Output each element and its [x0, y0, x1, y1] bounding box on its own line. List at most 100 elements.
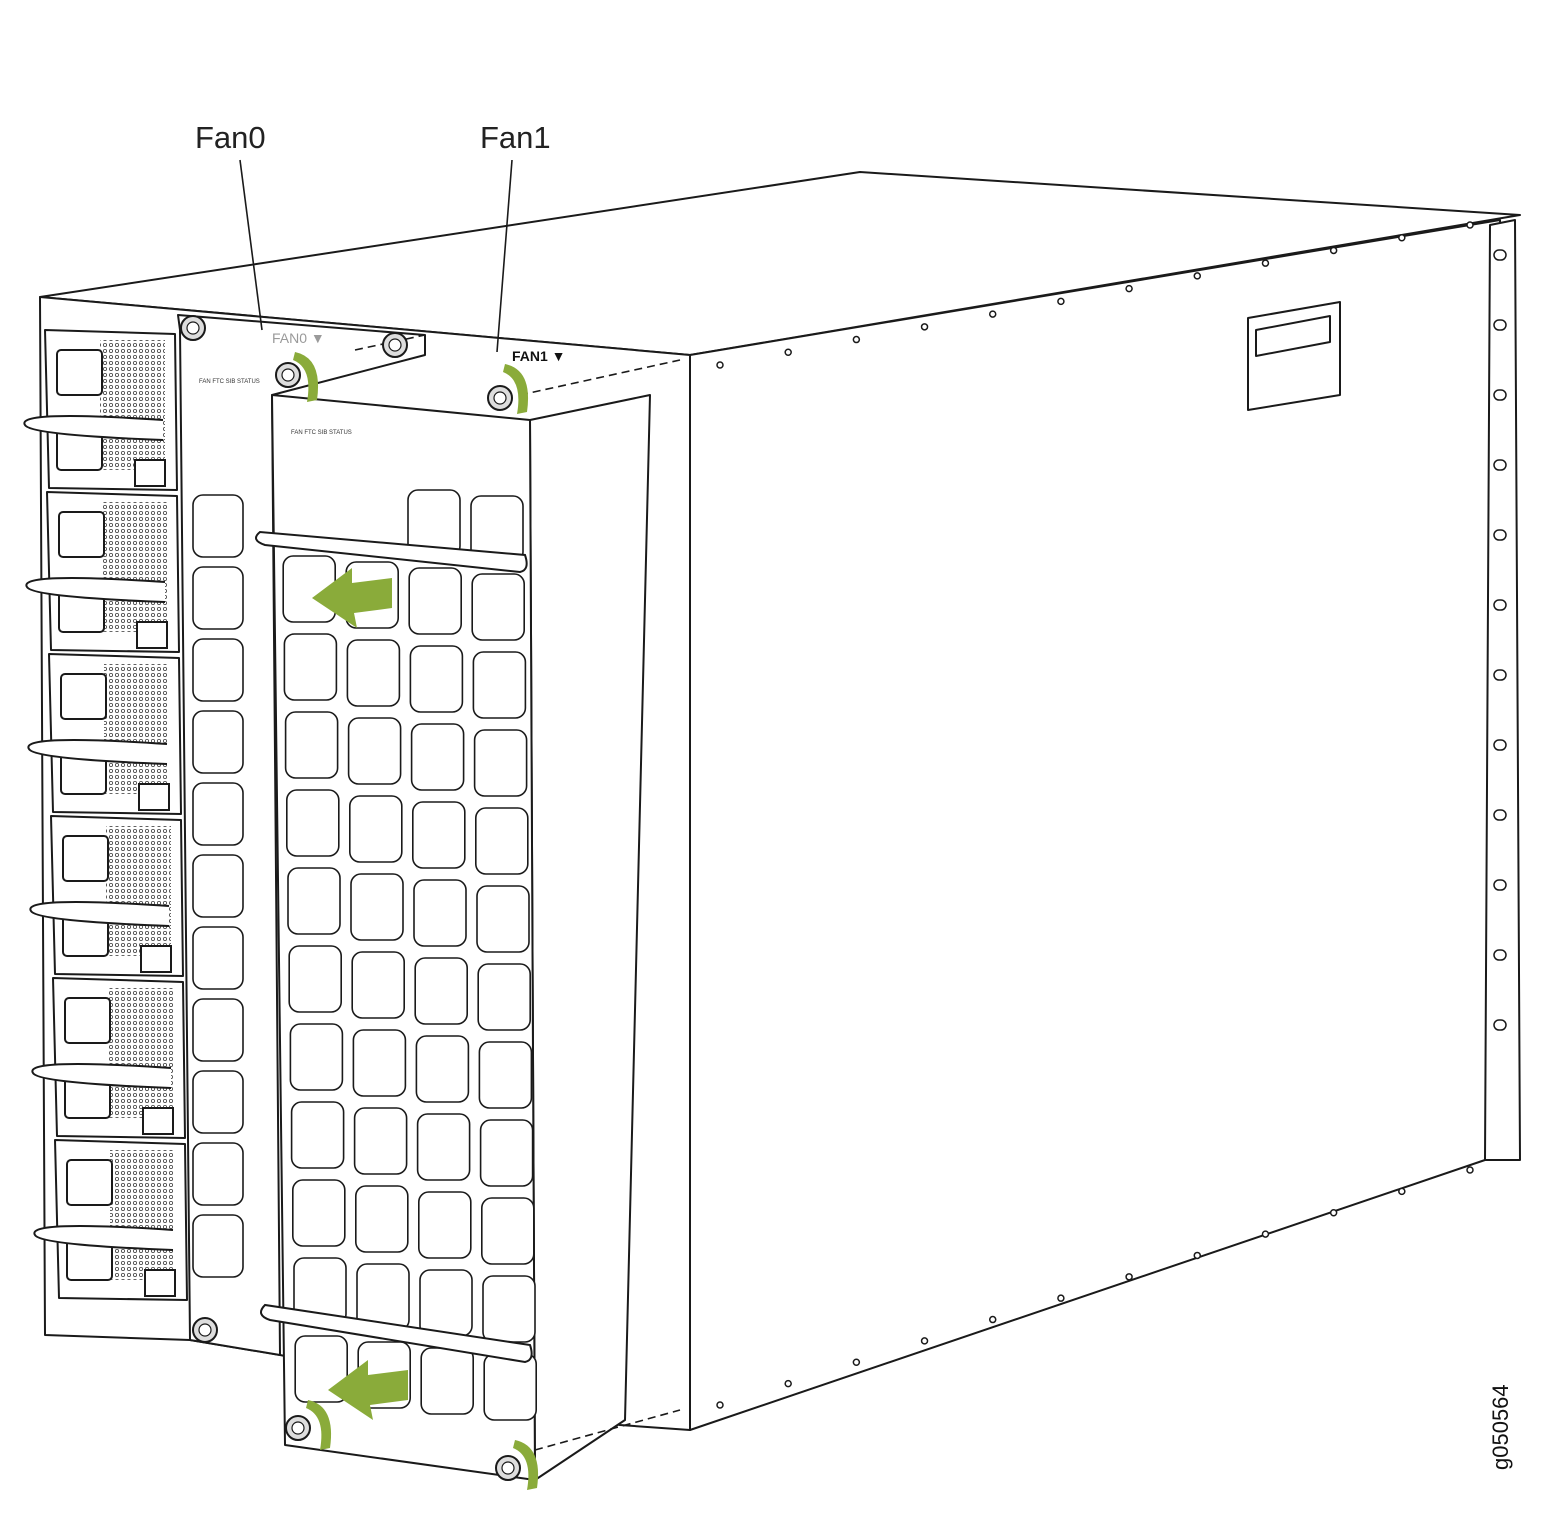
screw-icon: [988, 310, 997, 318]
screw-icon: [716, 361, 724, 369]
fan-tray-handle-top: [255, 530, 528, 574]
fan1-grille-cell: [352, 1029, 407, 1097]
pull-arrow-icon: [328, 1360, 408, 1420]
led-labels-fan1: FAN FTC SIB STATUS: [291, 430, 352, 436]
fan1-grille-cell: [408, 567, 463, 635]
fan1-grille-cell: [416, 1113, 471, 1181]
rotate-arrow-icon: [293, 352, 319, 402]
screw-icon: [1466, 1166, 1474, 1174]
fan1-grille-cell: [478, 1041, 533, 1109]
ear-hole: [1493, 529, 1507, 541]
screw-icon: [716, 1401, 724, 1409]
fan1-grille-cell: [288, 945, 343, 1013]
psu-vent: [102, 502, 167, 632]
ear-hole: [1493, 459, 1507, 471]
fan1-grille-cell: [284, 711, 339, 779]
fan1-grille-cell: [287, 867, 341, 935]
fan1-grille-cell: [346, 639, 401, 707]
fan1-grille-cell: [347, 717, 402, 785]
fan1-grille-cell: [409, 645, 464, 713]
fan1-grille-cell: [351, 951, 406, 1019]
screw-icon: [1125, 284, 1133, 293]
chassis-rack-ear: [1484, 219, 1521, 1161]
fan1-grille-cell: [483, 1353, 538, 1421]
screw-icon: [1057, 297, 1065, 306]
screw-icon: [920, 323, 929, 331]
ear-hole: [1493, 669, 1507, 681]
psu-handle: [29, 901, 170, 927]
ear-hole: [1493, 739, 1507, 751]
ear-hole: [1493, 249, 1507, 261]
screw-icon: [1398, 1187, 1406, 1196]
psu-handle: [23, 415, 164, 441]
fan0-grille-cell: [192, 638, 244, 702]
ear-hole: [1493, 319, 1507, 331]
fan1-grille-cell: [283, 633, 338, 701]
psu-inlet-icon: [64, 997, 111, 1044]
fan1-grille-cell: [473, 729, 528, 797]
fan0-grille-cell: [192, 854, 244, 918]
fan1-grille-cell: [413, 879, 467, 947]
psu-switch-icon: [136, 621, 168, 649]
psu-inlet-icon: [56, 349, 103, 396]
captive-screw-icon: [501, 1461, 515, 1475]
figure-id: g050564: [1488, 1384, 1513, 1470]
psu-inlet-icon: [62, 835, 109, 882]
captive-screw-icon: [186, 321, 200, 335]
screw-icon: [1057, 1294, 1065, 1302]
screw-icon: [1261, 1230, 1270, 1238]
fan0-grille-cell: [192, 1214, 244, 1278]
captive-screw-icon: [291, 1421, 305, 1435]
fan1-grille-cell: [472, 651, 527, 719]
rotate-arrow-icon: [513, 1440, 539, 1490]
psu-inlet-icon: [66, 1159, 113, 1206]
handle-grip: [1255, 315, 1331, 357]
fan0-grille-cell: [192, 1142, 244, 1206]
fan0-grille-cell: [192, 926, 244, 990]
fan0-grille-cell: [192, 998, 244, 1062]
screw-icon: [1329, 1208, 1338, 1217]
fan1-grille-cell: [289, 1023, 344, 1091]
fan1-grille-cell: [285, 789, 340, 857]
screw-icon: [920, 1337, 929, 1345]
screw-icon: [784, 348, 792, 357]
psu-vent: [104, 664, 169, 794]
screw-icon: [1193, 272, 1202, 280]
ear-hole: [1493, 1019, 1507, 1031]
fan1-grille-cell: [350, 873, 404, 941]
psu-switch-icon: [134, 459, 166, 487]
fan0-grille-cell: [192, 494, 244, 558]
ear-hole: [1493, 389, 1507, 401]
captive-screw-icon: [281, 368, 295, 382]
fan0-grille-cell: [192, 1070, 244, 1134]
fan1-grille-cell: [415, 1035, 470, 1103]
fan1-grille-cell: [290, 1101, 345, 1169]
fan1-grille-cell: [348, 795, 403, 863]
captive-screw-icon: [388, 338, 402, 352]
fan1-grille-cell: [479, 1119, 534, 1187]
chassis-side: [689, 219, 1516, 1431]
fan1-grille-cell: [414, 957, 469, 1025]
screw-icon: [1329, 246, 1338, 255]
ear-hole: [1493, 949, 1507, 961]
fan1-grille-cell: [471, 573, 526, 641]
pull-arrow-icon: [312, 568, 392, 628]
callout-leader-fan0: [239, 159, 263, 331]
fan1-grille-cell: [291, 1179, 346, 1247]
fan1-grille-cell: [419, 1269, 473, 1337]
psu-vent: [100, 340, 165, 470]
fan1-grille-cell: [477, 963, 532, 1031]
screw-icon: [852, 335, 861, 344]
psu-switch-icon: [144, 1269, 176, 1297]
screw-icon: [1193, 1251, 1202, 1260]
fan1-grille-cell: [353, 1107, 408, 1175]
guide-line: [519, 359, 681, 396]
ear-hole: [1493, 599, 1507, 611]
ear-hole: [1493, 879, 1507, 891]
led-labels-fan0: FAN FTC SIB STATUS: [199, 379, 260, 385]
psu-switch-icon: [138, 783, 170, 811]
psu-vent: [106, 826, 171, 956]
fan1-grille-cell: [411, 801, 466, 869]
